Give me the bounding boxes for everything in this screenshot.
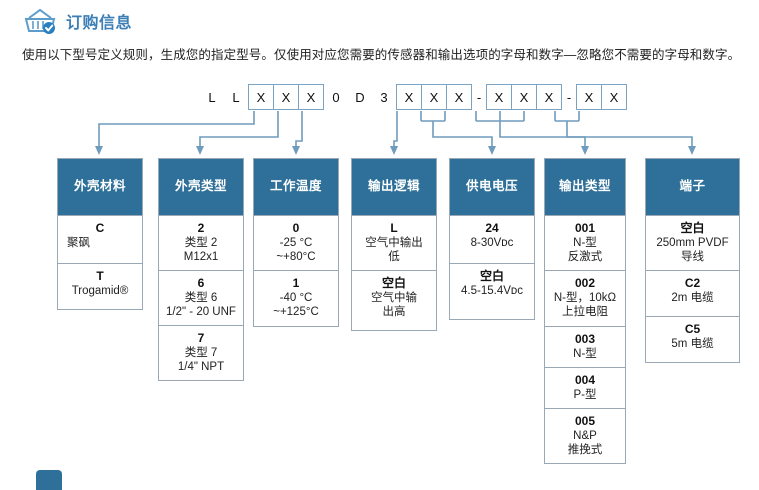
option-description: N-型，10kΩ 上拉电阻 [553,292,617,318]
model-char-fixed: L [232,89,240,105]
model-char-box: X [494,89,504,105]
option-description: Trogamid® [71,285,129,297]
model-char-fixed: 0 [332,89,340,105]
model-separator: - [476,89,482,105]
option-code: 0 [292,221,300,235]
option-code: 2 [197,221,205,235]
option-description: -40 °C ~+125°C [273,292,319,318]
option-column-housing-type: 外壳类型 2 类型 2 M12x1 6 类型 6 1/2" - 20 UNF 7 类型 7 … [158,158,244,381]
model-char-fixed: D [355,89,365,105]
option-description: 类型 6 1/2" - 20 UNF [166,292,236,318]
option-column-operating-temperature: 工作温度 0 -25 °C ~+80°C 1 -40 °C ~+125°C [253,158,339,327]
option-description: 类型 2 M12x1 [183,237,219,263]
option-description: 8-30Vᴅᴄ [470,237,514,249]
option-description: 空气中输出 低 [365,237,423,263]
option-code: C2 [684,276,701,290]
option-description: P-型 [573,389,597,401]
model-char-box: X [256,89,266,105]
option-item[interactable]: 空白 4.5-15.4Vᴅᴄ [450,263,534,319]
option-code: 003 [574,332,596,346]
option-item[interactable]: 2 类型 2 M12x1 [159,215,243,270]
page-title: 订购信息 [66,15,133,32]
option-code: 24 [485,221,499,235]
model-char-box: X [273,85,298,109]
column-header-output-type: 输出类型 [545,159,625,215]
option-column-supply-voltage: 供电电压 24 8-30Vᴅᴄ 空白 4.5-15.4Vᴅᴄ [449,158,535,320]
option-code: 空白 [680,221,705,235]
option-item[interactable]: 空白空气中输 出高 [352,270,436,330]
option-item[interactable]: 7 类型 7 1/4" NPT [159,325,243,380]
option-item[interactable]: 1 -40 °C ~+125°C [254,270,338,326]
column-header-housing-material: 外壳材料 [58,159,142,215]
model-char-box: X [536,85,561,109]
option-description: N&P 推挽式 [567,430,603,456]
option-item[interactable]: 空白 250mm PVDF 导线 [646,215,739,270]
option-item[interactable]: 0 -25 °C ~+80°C [254,215,338,270]
option-code: 001 [574,221,596,235]
option-description: 250mm PVDF 导线 [656,237,729,263]
model-char-box: X [584,89,594,105]
option-code: 7 [197,331,205,345]
column-header-housing-type: 外壳类型 [159,159,243,215]
model-char-box: X [298,85,323,109]
option-code: L [390,221,398,235]
option-item[interactable]: 6 类型 6 1/2" - 20 UNF [159,270,243,325]
option-item[interactable]: C2 2m 电缆 [646,270,739,316]
intro-description: 使用以下型号定义规则，生成您的指定型号。仅使用对应您需要的传感器和输出选项的字母… [22,48,741,62]
option-code: 空白 [479,269,504,283]
option-code: 005 [574,414,596,428]
model-char-box: X [601,85,626,109]
option-item[interactable]: C 聚砜 [58,215,142,263]
option-code: 1 [292,276,300,290]
option-column-output-logic: 输出逻辑 L 空气中输出 低空白空气中输 出高 [351,158,437,331]
option-code: 空白 [381,276,406,290]
model-char-box: X [404,89,414,105]
option-description: 类型 7 1/4" NPT [177,347,225,373]
option-description: 空气中输 出高 [371,292,417,318]
option-code: C [95,221,105,235]
option-description: N-型 [573,348,597,360]
model-char-box: X [421,85,446,109]
model-char-fixed: 3 [380,89,388,105]
option-description: N-型 反激式 [567,237,603,263]
option-code: 6 [197,276,205,290]
option-description: 聚砜 [67,237,90,249]
option-code: 004 [574,373,596,387]
option-item[interactable]: L 空气中输出 低 [352,215,436,270]
option-code: T [96,269,104,283]
option-code: C5 [684,322,701,336]
page-bottom-decoration [36,470,62,490]
model-separator: - [566,89,572,105]
option-description: 2m 电缆 [671,292,714,304]
option-description: 5m 电缆 [671,338,714,350]
option-code: 002 [574,276,596,290]
model-char-box: X [511,85,536,109]
option-item[interactable]: T Trogamid® [58,263,142,309]
option-item[interactable]: C5 5m 电缆 [646,316,739,362]
column-header-termination: 端子 [646,159,739,215]
column-header-output-logic: 输出逻辑 [352,159,436,215]
model-char-fixed: L [208,89,216,105]
option-description: -25 °C ~+80°C [276,237,316,263]
option-column-housing-material: 外壳材料 C 聚砜 T Trogamid® [57,158,143,310]
section-header: 订购信息 [24,6,132,36]
column-header-supply-voltage: 供电电压 [450,159,534,215]
option-description: 4.5-15.4Vᴅᴄ [461,285,523,297]
option-column-termination: 端子空白 250mm PVDF 导线 C2 2m 电缆 C5 5m 电缆 [645,158,740,363]
model-char-box: X [446,85,471,109]
option-item[interactable]: 24 8-30Vᴅᴄ [450,215,534,263]
column-header-operating-temperature: 工作温度 [254,159,338,215]
shopping-basket-check-icon [24,7,58,35]
